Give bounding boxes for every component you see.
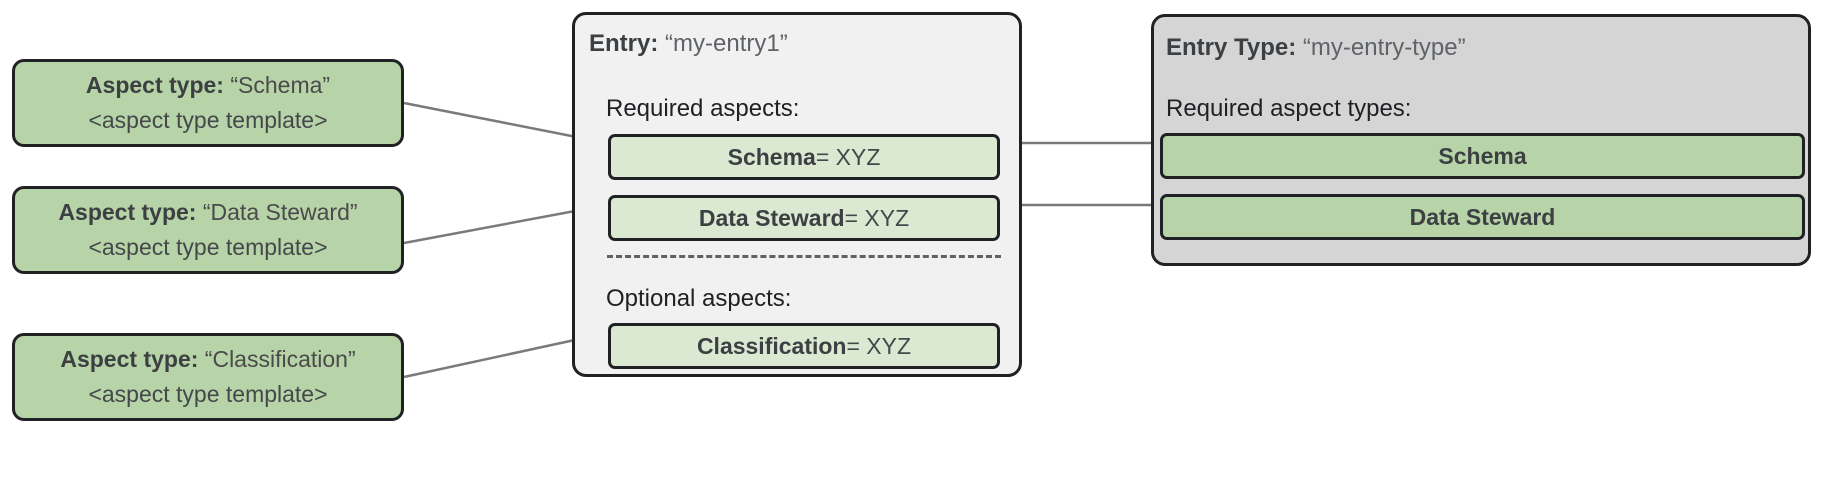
aspect-assignment: = XYZ: [846, 332, 912, 359]
entry-type-required-aspect-schema[interactable]: Schema: [1160, 133, 1805, 179]
entry-type-label: Entry Type:: [1166, 34, 1297, 61]
aspect-type-template: <aspect type template>: [88, 234, 328, 260]
aspect-type-label: Aspect type:: [58, 199, 197, 225]
aspect-type-card-heading: Aspect type: “Classification”: [29, 348, 387, 371]
aspect-type-card-schema[interactable]: Aspect type: “Schema” <aspect type templ…: [12, 59, 404, 147]
aspect-type-label: Aspect type:: [85, 72, 224, 98]
entry-required-aspects-label: Required aspects:: [606, 95, 800, 122]
entry-section-divider: [607, 255, 1001, 258]
entry-panel[interactable]: Entry: “my-entry1” Required aspects: Sch…: [572, 12, 1022, 377]
entry-name: “my-entry1”: [665, 30, 788, 57]
aspect-type-card-heading: Aspect type: “Schema”: [29, 74, 387, 97]
entry-type-name: “my-entry-type”: [1302, 34, 1466, 61]
aspect-assignment: = XYZ: [844, 204, 910, 231]
entry-type-required-label: Required aspect types:: [1166, 95, 1412, 122]
entry-required-aspect-schema[interactable]: Schema = XYZ: [608, 134, 1000, 180]
entry-label: Entry:: [589, 30, 659, 57]
aspect-type-label: Aspect type:: [60, 346, 199, 372]
aspect-type-name: “Schema”: [230, 72, 331, 98]
entry-panel-title: Entry: “my-entry1”: [589, 30, 788, 58]
aspect-type-template: <aspect type template>: [88, 381, 328, 407]
aspect-name: Data Steward: [698, 204, 845, 231]
aspect-type-card-heading: Aspect type: “Data Steward”: [29, 201, 387, 224]
aspect-type-template: <aspect type template>: [88, 107, 328, 133]
aspect-type-name: “Classification”: [204, 346, 356, 372]
aspect-type-card-classification[interactable]: Aspect type: “Classification” <aspect ty…: [12, 333, 404, 421]
entry-type-required-aspect-data-steward[interactable]: Data Steward: [1160, 194, 1805, 240]
aspect-name: Schema: [727, 143, 816, 170]
entry-optional-aspect-classification[interactable]: Classification = XYZ: [608, 323, 1000, 369]
entry-type-panel[interactable]: Entry Type: “my-entry-type” Required asp…: [1151, 14, 1811, 266]
entry-optional-aspects-label: Optional aspects:: [606, 285, 792, 312]
aspect-name: Classification: [696, 332, 847, 359]
aspect-type-card-data-steward[interactable]: Aspect type: “Data Steward” <aspect type…: [12, 186, 404, 274]
entry-required-aspect-data-steward[interactable]: Data Steward = XYZ: [608, 195, 1000, 241]
aspect-type-name: “Data Steward”: [202, 199, 358, 225]
entry-type-panel-title: Entry Type: “my-entry-type”: [1166, 34, 1466, 62]
aspect-assignment: = XYZ: [815, 143, 881, 170]
